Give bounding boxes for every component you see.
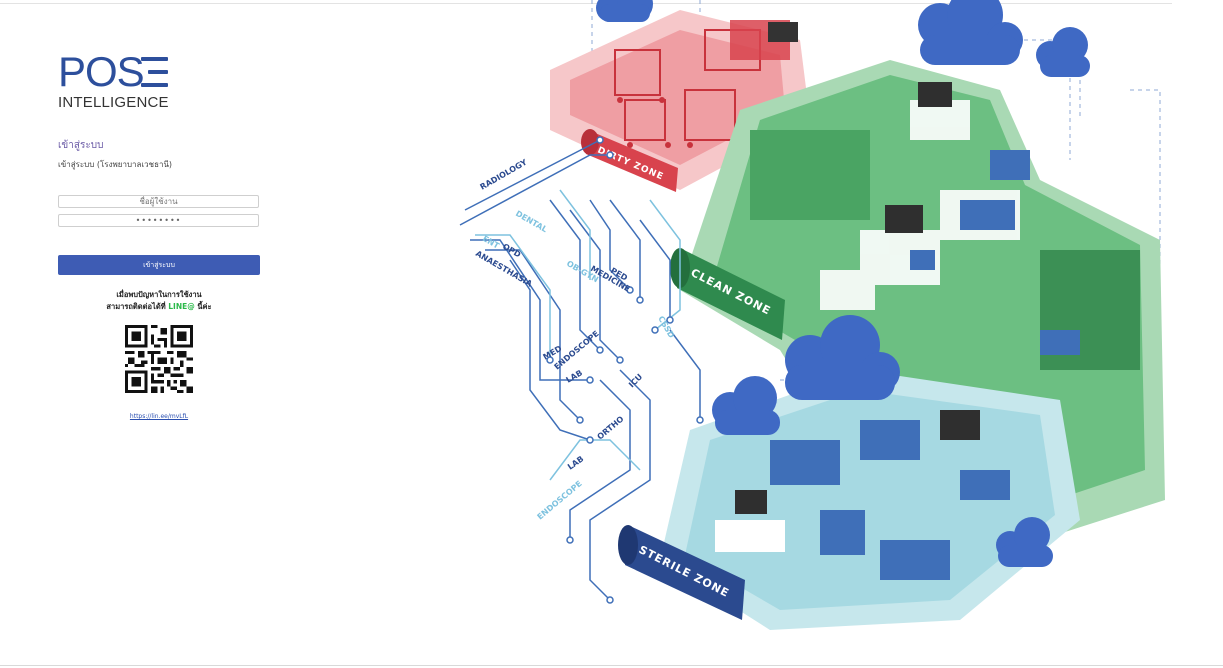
help-message: เมื่อพบปัญหาในการใช้งาน สามารถติดต่อได้ท… — [58, 289, 260, 313]
logo-subtitle: INTELLIGENCE — [58, 94, 169, 111]
help-line-2: สามารถติดต่อได้ที่ LINE@ นี้ค่ะ — [58, 301, 260, 313]
cloud-icon — [596, 0, 653, 22]
username-input[interactable] — [58, 195, 259, 208]
help-line-2-prefix: สามารถติดต่อได้ที่ — [106, 302, 166, 311]
hospital-zones-illustration: DIRTY ZONE CLEAN ZONE — [459, 0, 1165, 630]
cloud-icon — [918, 0, 1023, 65]
login-subheading: เข้าสู่ระบบ (โรงพยาบาลเวชธานี) — [58, 160, 173, 169]
cloud-icon — [996, 517, 1053, 567]
dept-label-radiology: RADIOLOGY — [479, 158, 529, 192]
logo-e-glyph — [141, 56, 168, 88]
cloud-icon — [712, 376, 780, 435]
login-heading: เข้าสู่ระบบ — [58, 140, 104, 151]
login-button[interactable]: เข้าสู่ระบบ — [58, 255, 260, 275]
circuit-nodes — [546, 136, 704, 604]
line-link[interactable]: https://lin.ee/mvLfL — [129, 413, 189, 420]
department-circuit-lines — [459, 139, 701, 601]
cloud-icon — [785, 315, 900, 400]
help-line-1: เมื่อพบปัญหาในการใช้งาน — [116, 290, 202, 299]
bottom-divider — [0, 665, 1223, 666]
dept-label-endoscope-2: ENDOSCOPE — [536, 479, 584, 521]
line-qr-code[interactable] — [125, 325, 193, 393]
dept-label-dental: DENTAL — [514, 209, 549, 234]
pose-intelligence-logo: POS INTELLIGENCE — [58, 48, 169, 112]
cloud-icon — [1036, 27, 1090, 77]
login-panel: POS INTELLIGENCE เข้าสู่ระบบ เข้าสู่ระบบ… — [58, 0, 260, 668]
line-brand-label: LINE@ — [168, 302, 195, 311]
logo-wordmark: POS — [58, 48, 145, 95]
help-line-2-suffix: นี้ค่ะ — [197, 302, 212, 311]
dept-label-icu: ICU — [627, 372, 644, 389]
dept-label-lab-1: LAB — [565, 368, 585, 384]
cloud-icons — [596, 0, 1090, 567]
dept-label-ent: ENT — [481, 234, 501, 251]
top-divider — [0, 3, 1172, 4]
department-labels: RADIOLOGY DENTAL ENT OPD ANAESTHASIA PED… — [474, 158, 676, 522]
dept-label-lab-2: LAB — [566, 454, 585, 471]
dept-label-ortho: ORTHO — [596, 414, 626, 441]
password-input[interactable] — [58, 214, 259, 227]
